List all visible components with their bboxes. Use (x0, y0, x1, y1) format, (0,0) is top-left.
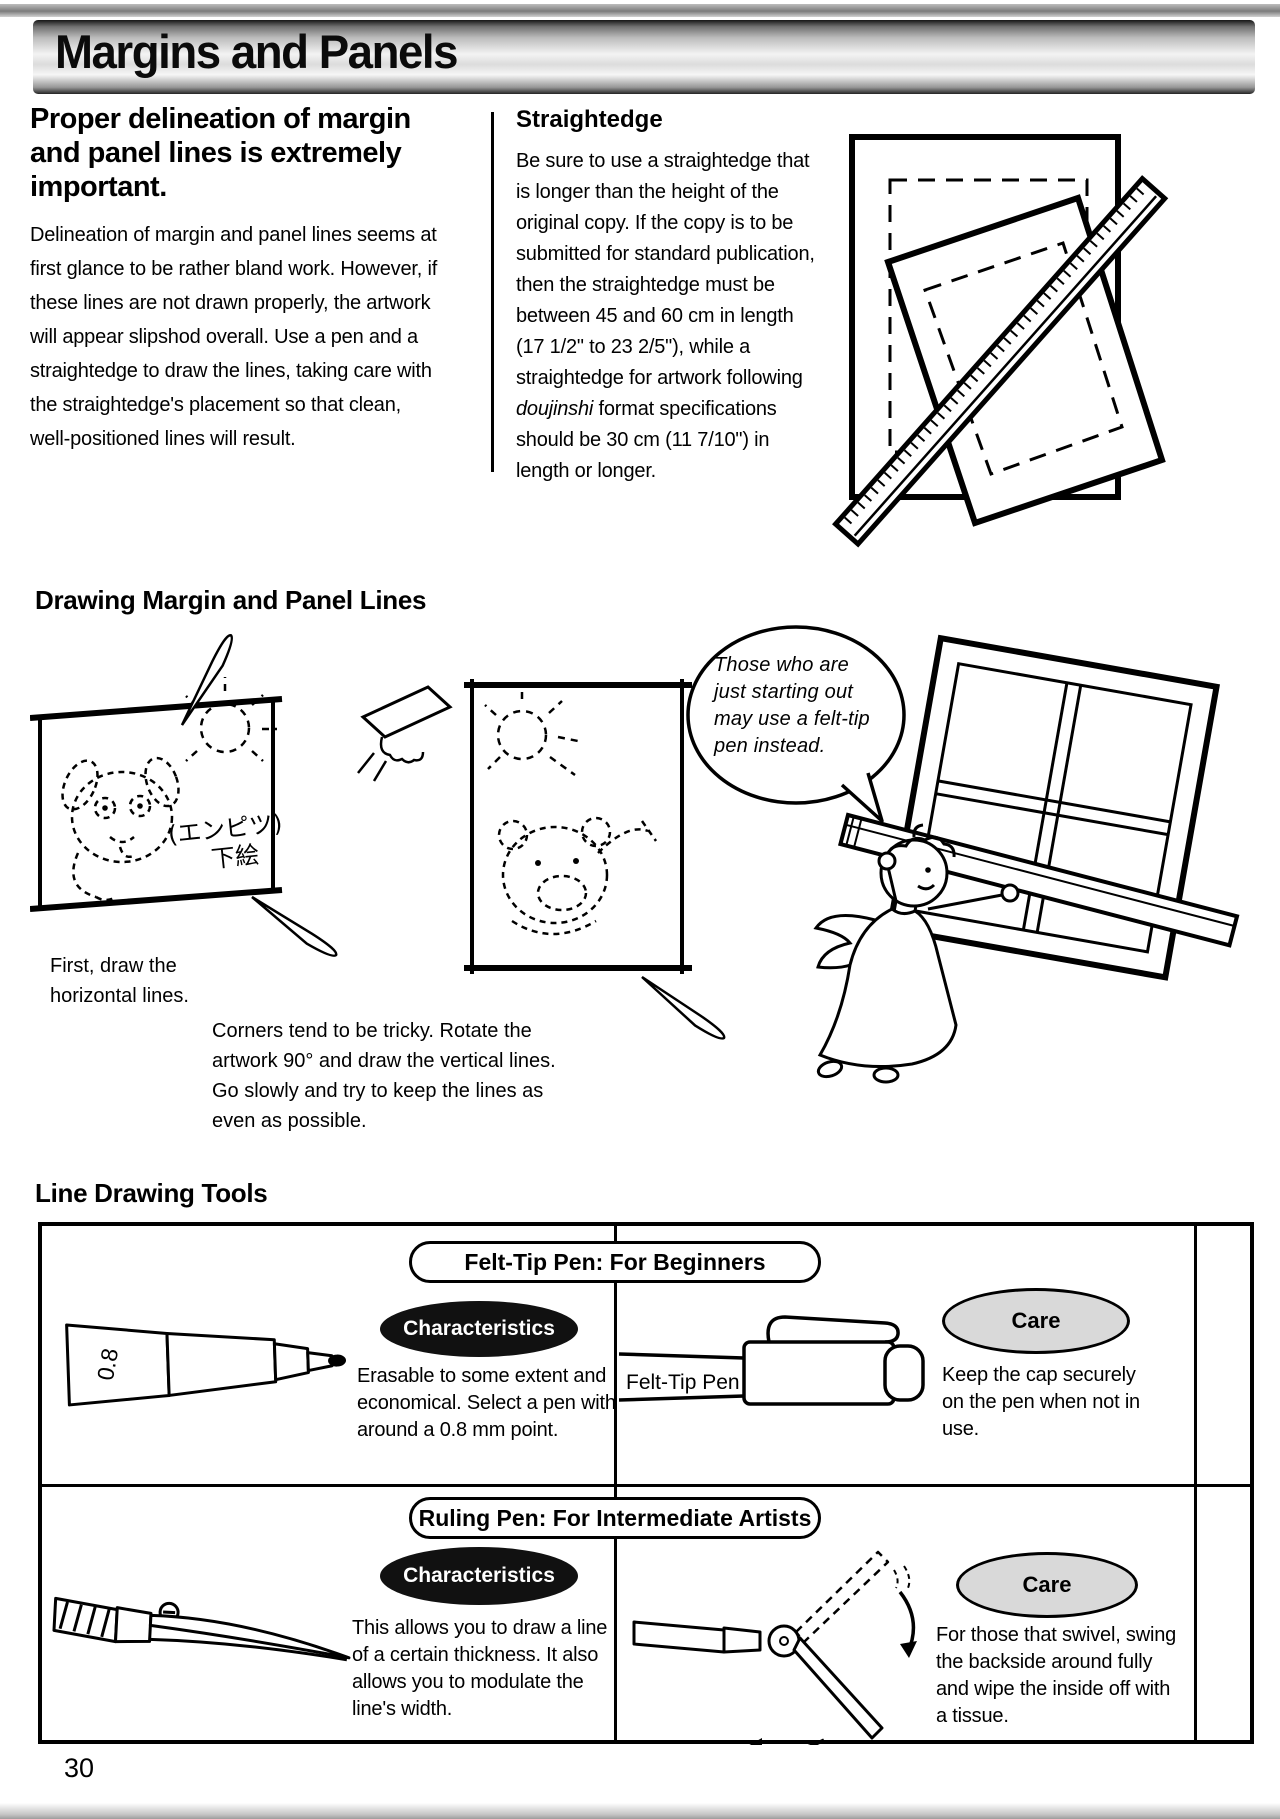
characteristics-text-ruling-pen: This allows you to draw a line of a cert… (352, 1617, 608, 1720)
table-divider-vertical-2 (1194, 1226, 1197, 1740)
caption-horizontal-lines: First, draw the horizontal lines. (50, 955, 189, 1007)
characteristics-badge-ruling-pen: Characteristics (380, 1547, 578, 1605)
doujinshi-italic: doujinshi (516, 398, 594, 420)
capped-pen-drawing (619, 1315, 925, 1406)
line-drawing-tools-table: Felt-Tip Pen: For Beginners Ruling Pen: … (38, 1222, 1254, 1745)
sun-sketch-2 (484, 685, 579, 777)
drawing-demo-artwork: (エンピツ) 下絵 (30, 625, 1240, 1084)
bear-sketch (497, 816, 658, 936)
table-divider-horizontal (42, 1484, 1250, 1487)
felt-tip-pen-item-label: Felt-Tip Pen (626, 1371, 740, 1394)
pencil-bottom-right (248, 888, 340, 964)
straightedge-text-end: format specifications should be 30 cm (1… (516, 398, 777, 482)
ruling-pen-swivel-drawing (632, 1550, 917, 1745)
speech-bubble (686, 625, 906, 823)
straightedge-illustration (832, 134, 1169, 548)
speech-bubble-text: Those who are just starting out may use … (714, 654, 870, 757)
sketch-annotation-line2: 下絵 (210, 841, 261, 874)
intro-column: Proper delineation of margin and panel l… (30, 102, 440, 456)
intro-heading: Proper delineation of margin and panel l… (30, 103, 411, 203)
straightedge-text-start: Be sure to use a straightedge that is lo… (516, 150, 815, 389)
care-text-felt-tip: Keep the cap securely on the pen when no… (942, 1364, 1140, 1440)
care-badge-felt-tip: Care (942, 1288, 1130, 1354)
straightedge-body: Be sure to use a straightedge that is lo… (516, 146, 818, 487)
hand (357, 736, 425, 782)
eraser (360, 685, 453, 739)
caption-corners: Corners tend to be tricky. Rotate the ar… (212, 1020, 556, 1132)
left-panel-sketch: (エンピツ) 下絵 (30, 632, 340, 964)
sketch-annotation-line1: (エンピツ) (167, 809, 284, 849)
straightedge-column: Straightedge Be sure to use a straighted… (516, 106, 818, 487)
felt-tip-pen-tip-drawing: 0.8 (65, 1323, 347, 1407)
ruling-pen-tip-drawing (52, 1596, 351, 1662)
characteristics-badge-felt-tip: Characteristics (380, 1301, 578, 1357)
dog-sketch (61, 756, 180, 902)
drawing-section-heading: Drawing Margin and Panel Lines (35, 585, 427, 615)
felt-tip-row-header: Felt-Tip Pen: For Beginners (409, 1241, 821, 1283)
tools-section-heading: Line Drawing Tools (35, 1178, 268, 1208)
page-bottom-edge (0, 1803, 1280, 1819)
care-badge-ruling-pen: Care (956, 1552, 1138, 1618)
pencil-middle-panel (638, 968, 728, 1047)
page-top-edge (0, 4, 1280, 17)
care-text-ruling-pen: For those that swivel, swing the backsid… (936, 1624, 1177, 1727)
ruler (832, 175, 1169, 548)
middle-panel-sketch (357, 679, 728, 1047)
pen-size-marking: 0.8 (92, 1346, 123, 1382)
straightedge-heading: Straightedge (516, 106, 663, 133)
intro-body: Delineation of margin and panel lines se… (30, 224, 438, 450)
angel-figure (813, 823, 1020, 1084)
angel-sketch (813, 634, 1240, 1084)
page-number: 30 (64, 1753, 95, 1783)
column-divider (491, 112, 494, 472)
table-divider-vertical-1 (614, 1226, 617, 1740)
characteristics-text-felt-tip: Erasable to some extent and economical. … (357, 1365, 616, 1441)
title-banner (33, 20, 1255, 94)
page-title: Margins and Panels (55, 25, 458, 78)
ruling-pen-row-header: Ruling Pen: For Intermediate Artists (409, 1497, 821, 1539)
